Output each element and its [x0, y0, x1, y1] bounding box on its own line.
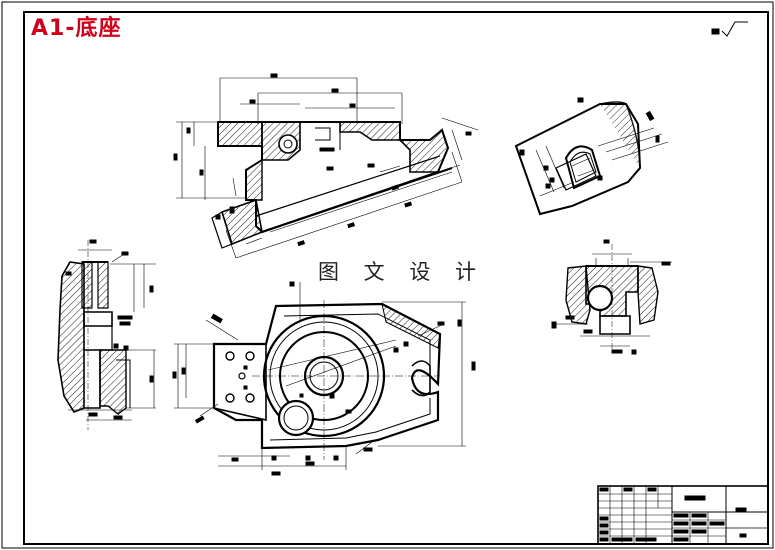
top-plan-view	[172, 281, 476, 476]
roughness-symbol	[711, 21, 748, 37]
inner-frame	[23, 11, 769, 545]
drawing-title: A1-底座	[31, 16, 122, 41]
right-section-view	[551, 239, 672, 355]
auxiliary-view-upper-right	[514, 97, 669, 216]
watermark-text: 图 文 设 计	[316, 260, 488, 284]
title-block	[597, 485, 769, 545]
main-projected-view	[173, 73, 479, 259]
left-section-view	[57, 239, 156, 430]
